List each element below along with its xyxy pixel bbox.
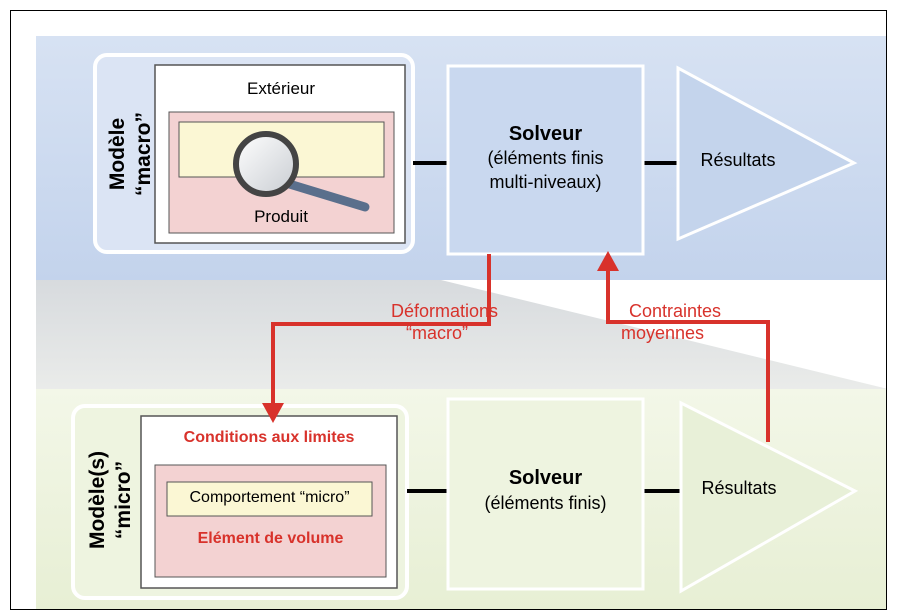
micro-solver-text: Solveur (éléments finis) [448, 466, 643, 516]
product-label: Produit [254, 207, 308, 226]
arrow-contraintes [606, 269, 770, 442]
diagram-canvas [36, 36, 886, 609]
exterior-label: Extérieur [246, 79, 316, 98]
macro-solver-line3: multi-niveaux) [489, 172, 602, 192]
arrow-deformations [271, 254, 491, 406]
micro-model-label: Modèle(s) “micro” [86, 451, 135, 550]
micro-solver-box [446, 397, 645, 591]
deformations-label: Déformations “macro” [390, 301, 498, 343]
micro-solver-line2: (éléments finis) [484, 493, 607, 513]
contraintes-label: Contraintes moyennes [621, 301, 722, 343]
macro-solver-text: Solveur (éléments finis multi-niveaux) [448, 122, 643, 194]
micro-results-label: Résultats [701, 478, 777, 498]
zoom-funnel [36, 280, 886, 389]
macro-solver-line2: (éléments finis [487, 148, 604, 168]
magnifier-icon [233, 131, 370, 212]
arrow-deformations-head [262, 403, 284, 423]
macro-model-label: Modèle “macro” [106, 111, 155, 197]
micro-results-triangle [679, 400, 859, 594]
macro-results-label: Résultats [700, 150, 776, 170]
micro-solver-title: Solveur [508, 467, 583, 489]
macro-solver-box [446, 64, 645, 256]
diagram-frame: Modèle “macro” Modèle(s) “micro” Extérie… [10, 10, 887, 610]
arrow-contraintes-head [597, 251, 619, 271]
behavior-box [166, 481, 373, 517]
macro-results-triangle [676, 65, 858, 242]
macro-solver-title: Solveur [508, 123, 583, 145]
volume-element-label: Elément de volume [197, 530, 344, 547]
boundary-conditions-label: Conditions aux limites [183, 429, 355, 446]
behavior-label: Comportement “micro” [189, 489, 350, 506]
